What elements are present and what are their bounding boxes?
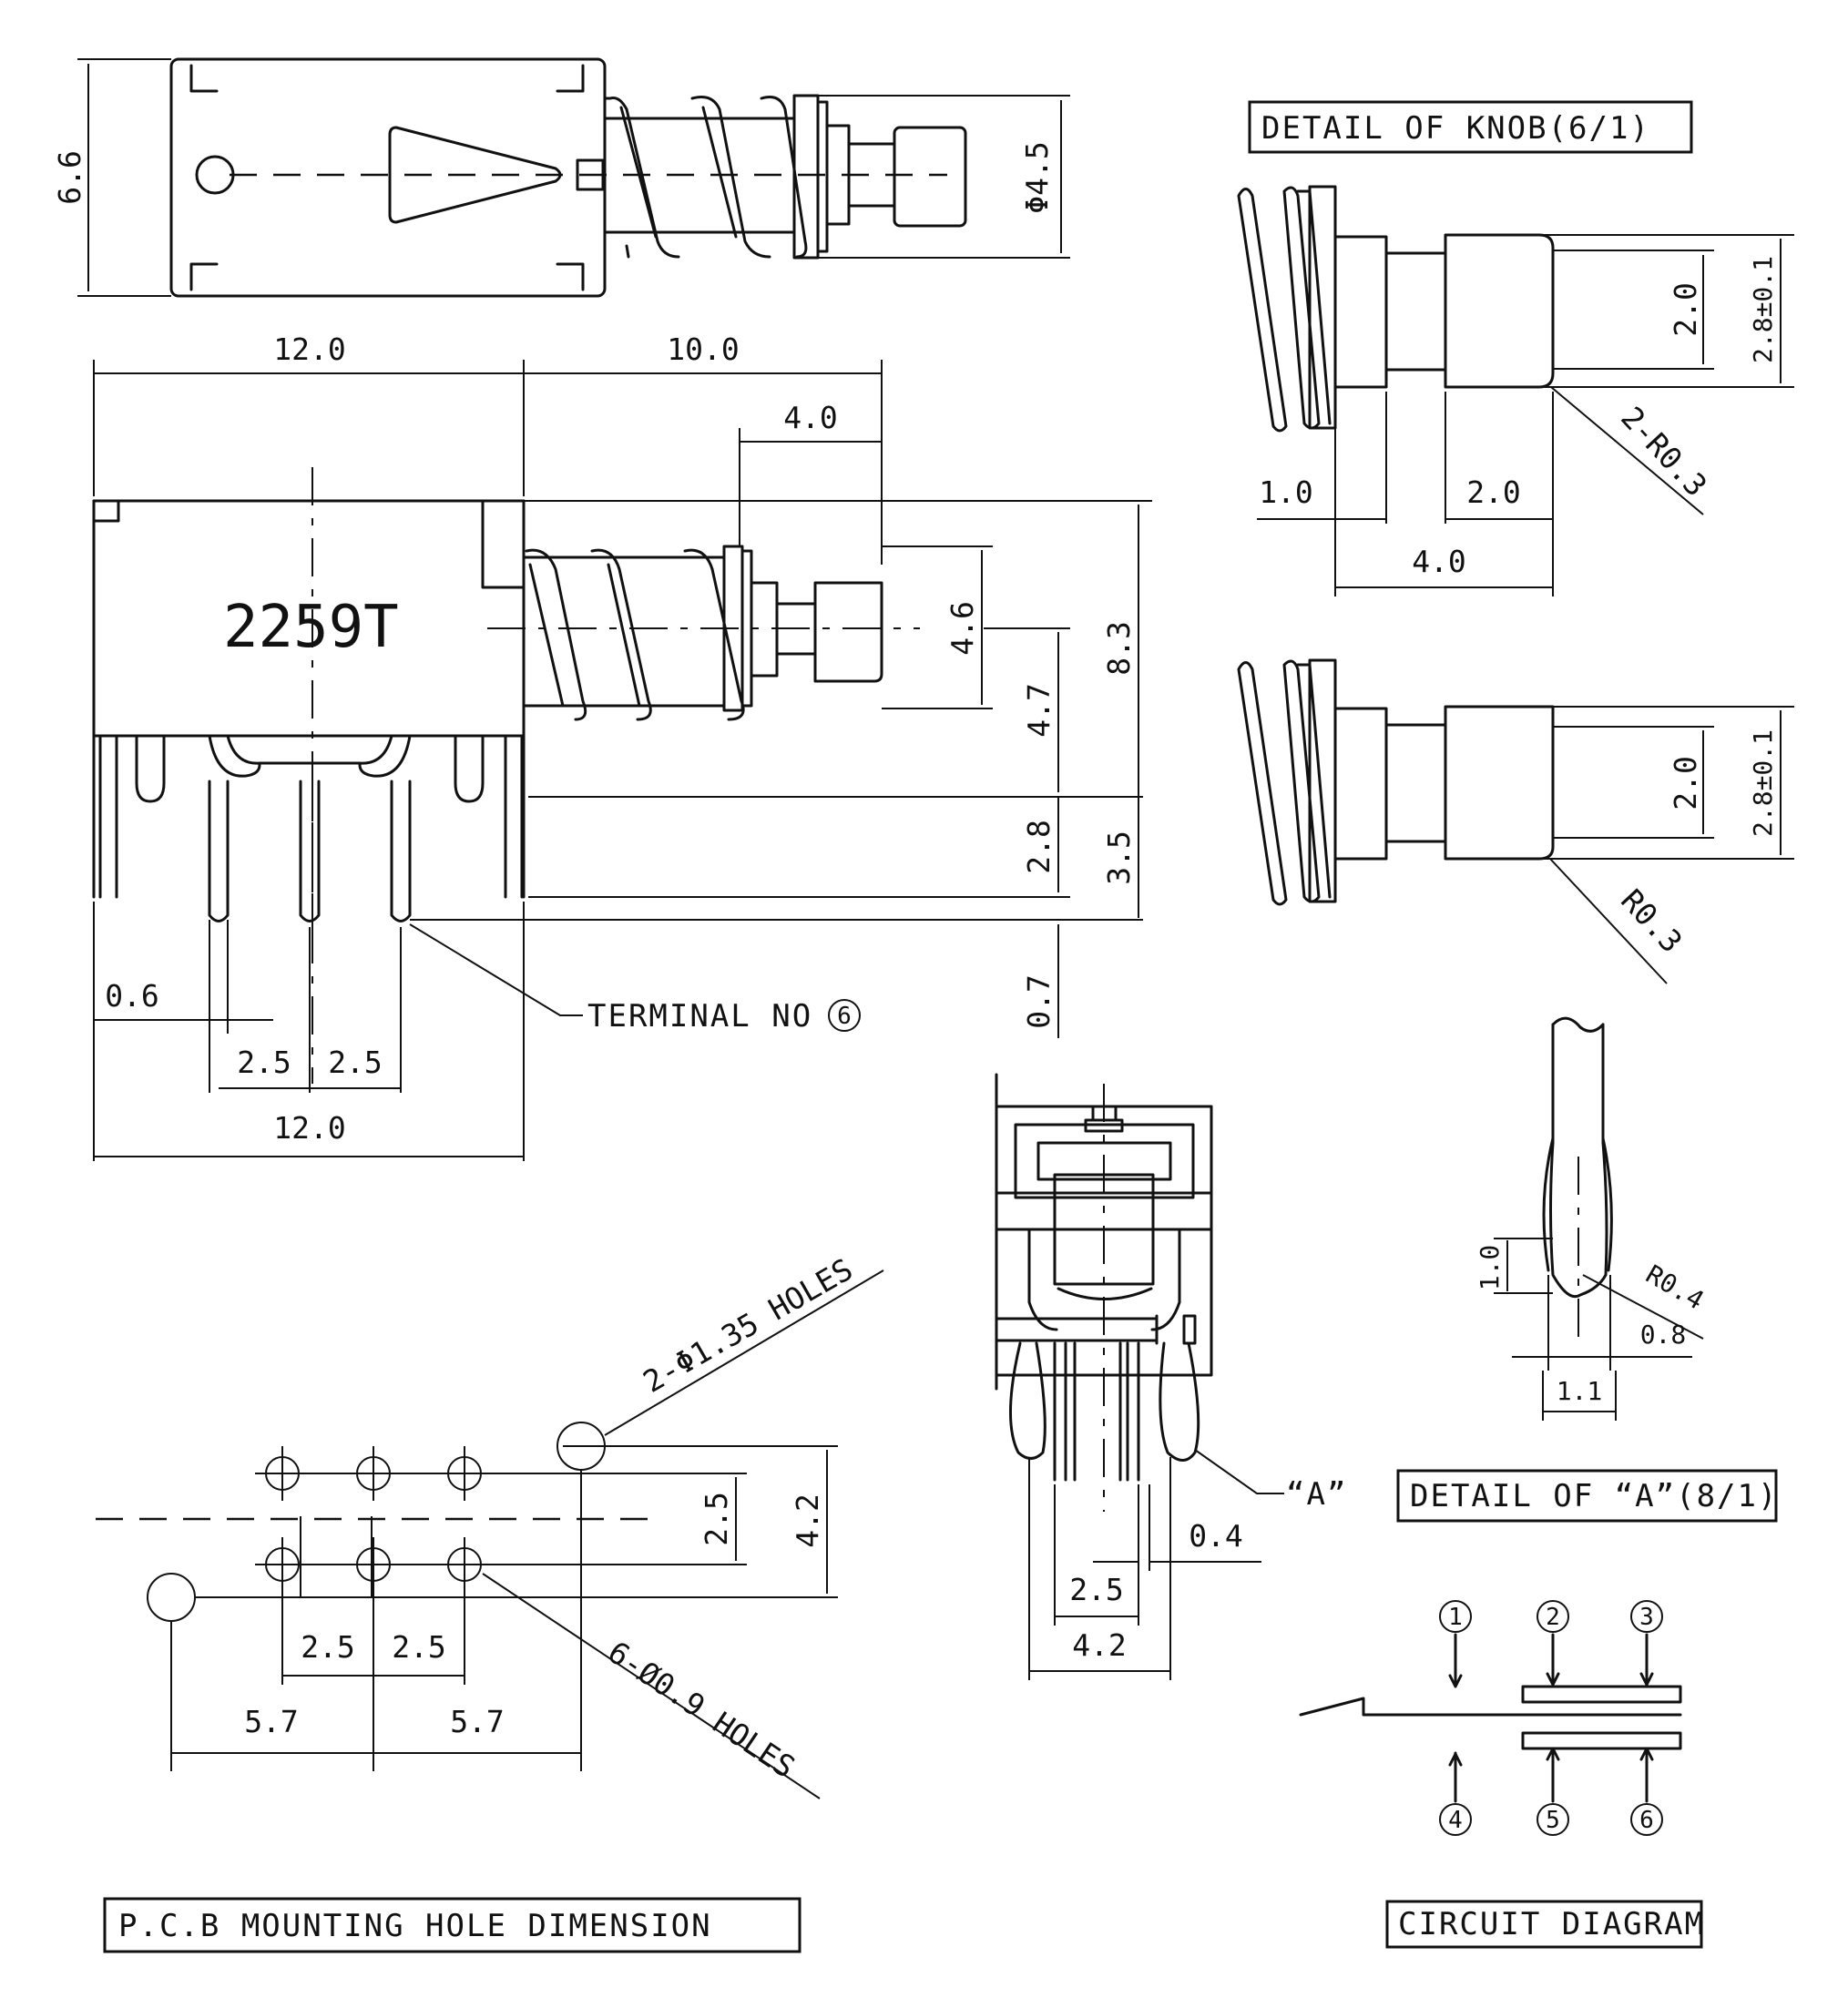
dim-top-height: 6.6 [52, 150, 87, 205]
circuit-node-4: 4 [1448, 1807, 1463, 1834]
detail-knob-box [1248, 100, 1693, 154]
dim-knob2-r: R0.3 [1614, 882, 1690, 960]
dim-pcb-57b: 5.7 [450, 1704, 505, 1739]
dim-pin-h3: 0.7 [1021, 974, 1057, 1029]
dim-pina-08: 0.8 [1640, 1320, 1687, 1350]
dim-stroke-length: 10.0 [667, 331, 739, 367]
dim-pitch-a: 2.5 [237, 1045, 291, 1080]
terminal-number: 6 [837, 1003, 852, 1030]
dim-knob1-20: 2.0 [1668, 282, 1703, 337]
detail-knob-label: DETAIL OF KNOB(6/1) [1261, 110, 1650, 147]
dim-pina-10: 1.0 [1475, 1245, 1505, 1291]
side-view: “A” 0.4 2.5 4.2 [995, 1073, 1347, 1680]
dim-knob1-10: 1.0 [1259, 474, 1313, 510]
dim-knob2-20: 2.0 [1668, 756, 1703, 810]
detail-a-label: DETAIL OF “A”(8/1) [1410, 1478, 1778, 1514]
dim-pcb-25v: 2.5 [699, 1492, 734, 1546]
dim-side-42: 4.2 [1072, 1627, 1127, 1663]
model-label: 2259T [223, 594, 399, 661]
pcb-holes-large: 2-Φ1.35 HOLES [638, 1251, 859, 1400]
dim-body-width: 12.0 [273, 331, 345, 367]
terminal-label: TERMINAL NO [587, 998, 812, 1035]
dim-knob1-28: 2.8±0.1 [1748, 256, 1778, 363]
dim-pcb-25b: 2.5 [392, 1629, 446, 1665]
dim-pcb-25a: 2.5 [301, 1629, 355, 1665]
dim-top-diameter: Φ4.5 [1019, 141, 1055, 213]
knob-detail: DETAIL OF KNOB(6/1) 2.0 2.8±0.1 2-R0.3 1… [1237, 100, 1794, 984]
top-view: 6.6 Φ4.5 [52, 57, 1070, 298]
callout-a: “A” [1286, 1476, 1347, 1513]
detail-a-box [1396, 1469, 1778, 1523]
circuit-title-box [1385, 1900, 1703, 1949]
pcb-title: P.C.B MOUNTING HOLE DIMENSION [118, 1908, 712, 1944]
dim-bottom-width: 12.0 [273, 1110, 345, 1146]
circuit-node-5: 5 [1546, 1807, 1560, 1834]
dim-knob-dia: 4.6 [944, 601, 980, 656]
dim-pitch-b: 2.5 [328, 1045, 383, 1080]
pcb-title-box [103, 1897, 801, 1953]
dim-side-04: 0.4 [1189, 1518, 1243, 1554]
dim-axis-height: 4.7 [1021, 683, 1057, 738]
circuit-node-3: 3 [1639, 1604, 1654, 1631]
circuit-node-6: 6 [1639, 1807, 1654, 1834]
dim-side-25: 2.5 [1069, 1572, 1124, 1607]
dim-total-height: 8.3 [1101, 621, 1137, 676]
dim-knob2-28: 2.8±0.1 [1748, 729, 1778, 837]
dim-knob1-20b: 2.0 [1466, 474, 1521, 510]
dim-pcb-57a: 5.7 [244, 1704, 299, 1739]
dim-pcb-42v: 4.2 [790, 1493, 825, 1548]
circuit-diagram: 1 2 3 4 5 6 CIRCUIT DIAGRAM [1299, 1600, 1705, 1949]
pin-detail: 1.0 R0.4 0.8 1.1 DETAIL OF “A”(8/1) [1396, 1016, 1778, 1523]
dim-pin-h1: 2.8 [1021, 820, 1057, 874]
front-view: 2259T 12.0 10.0 4.0 4.6 4.7 8.3 2.8 3.5 … [92, 331, 1152, 1161]
dim-pina-r: R0.4 [1641, 1259, 1710, 1315]
circuit-node-1: 1 [1448, 1604, 1463, 1631]
pcb-holes-small: 6-Ø0.9 HOLES [602, 1634, 801, 1785]
circuit-title: CIRCUIT DIAGRAM [1398, 1906, 1705, 1942]
circuit-node-2: 2 [1546, 1604, 1560, 1631]
dim-pina-11: 1.1 [1557, 1376, 1603, 1406]
dim-knob-length: 4.0 [783, 400, 838, 435]
dim-pin-h2: 3.5 [1101, 831, 1137, 885]
pcb-layout: 2.5 4.2 2-Φ1.35 HOLES 6-Ø0.9 HOLES 2.5 2… [96, 1251, 884, 1953]
dim-knob1-40: 4.0 [1412, 544, 1466, 579]
dim-pin-width: 0.6 [105, 978, 159, 1014]
